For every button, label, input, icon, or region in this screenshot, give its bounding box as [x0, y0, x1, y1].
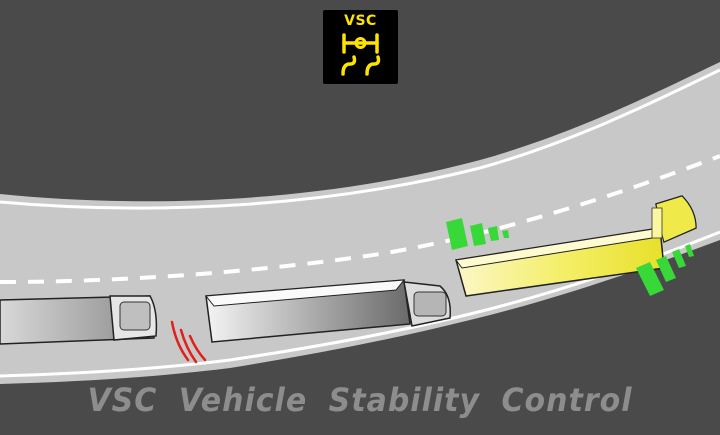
left-vehicle: [0, 295, 158, 345]
middle-vehicle: [205, 279, 452, 343]
vsc-indicator-label: VSC: [344, 13, 377, 29]
caption-title: VSC Vehicle Stability Control: [87, 381, 633, 420]
vsc-skid-icon: [341, 33, 381, 76]
skid-warning-arcs: [170, 320, 207, 364]
road-edge-line-top: [0, 68, 720, 210]
road-surface: [0, 62, 720, 384]
vsc-indicator: VSC: [323, 10, 398, 84]
controlled-vehicle: [455, 195, 697, 297]
lane-divider-line: [0, 154, 720, 284]
stabilizing-arrows-right: [636, 244, 694, 296]
stabilizing-arrows-top: [446, 218, 509, 250]
